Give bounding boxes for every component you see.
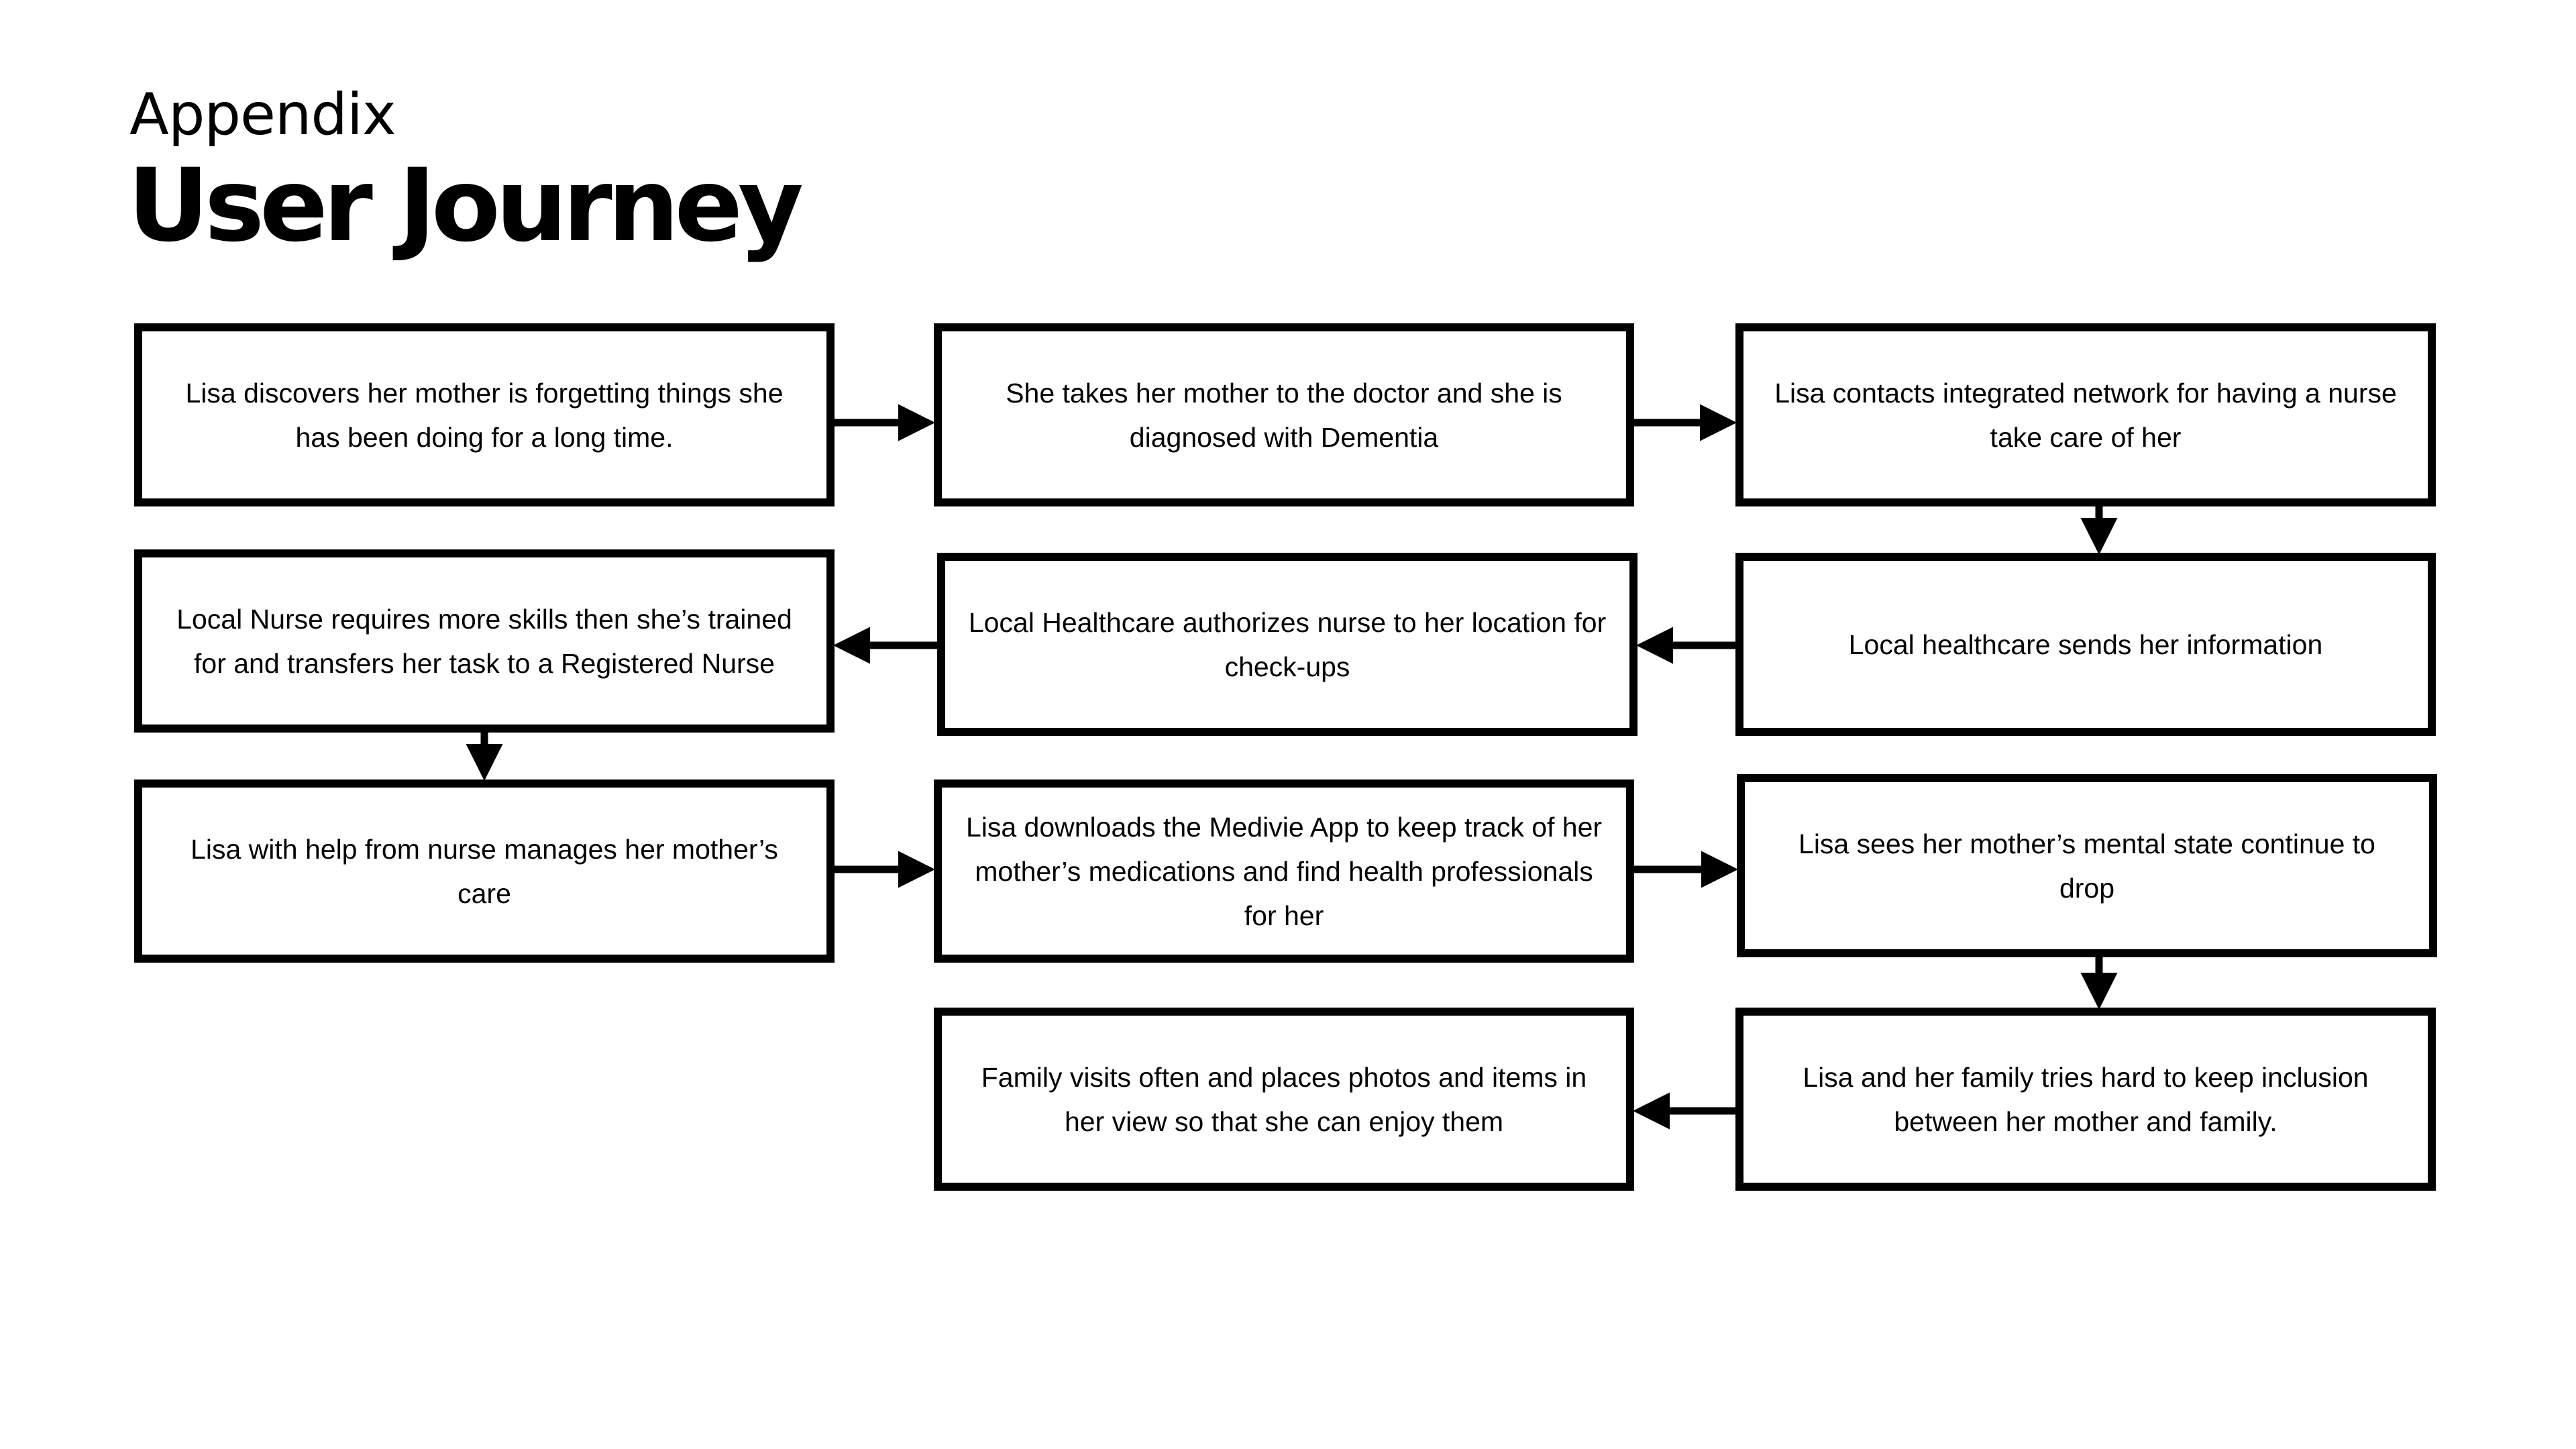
- journey-step-4-text: Local healthcare sends her information: [1848, 629, 2323, 660]
- journey-step-3: Lisa contacts integrated network for hav…: [1735, 323, 2436, 506]
- journey-step-6-text: Local Nurse requires more skills then sh…: [176, 603, 792, 679]
- journey-step-8: Lisa downloads the Medivie App to keep t…: [934, 780, 1634, 963]
- page-subtitle: Appendix: [129, 81, 396, 148]
- journey-step-3-text: Lisa contacts integrated network for hav…: [1774, 377, 2397, 453]
- journey-step-10-text: Lisa and her family tries hard to keep i…: [1803, 1061, 2369, 1137]
- page-title: User Journey: [127, 148, 804, 264]
- journey-step-5-text: Local Healthcare authorizes nurse to her…: [968, 606, 1607, 682]
- journey-step-11: Family visits often and places photos an…: [934, 1008, 1634, 1191]
- journey-step-10: Lisa and her family tries hard to keep i…: [1735, 1008, 2436, 1191]
- journey-step-2: She takes her mother to the doctor and s…: [934, 323, 1634, 506]
- journey-step-5: Local Healthcare authorizes nurse to her…: [937, 553, 1638, 736]
- journey-step-6: Local Nurse requires more skills then sh…: [134, 549, 835, 733]
- journey-step-9-text: Lisa sees her mother’s mental state cont…: [1799, 828, 2375, 904]
- journey-step-7: Lisa with help from nurse manages her mo…: [134, 780, 835, 963]
- journey-step-1-text: Lisa discovers her mother is forgetting …: [185, 377, 784, 453]
- journey-step-7-text: Lisa with help from nurse manages her mo…: [191, 833, 778, 909]
- journey-step-2-text: She takes her mother to the doctor and s…: [1006, 377, 1562, 453]
- journey-step-11-text: Family visits often and places photos an…: [981, 1061, 1587, 1137]
- journey-step-9: Lisa sees her mother’s mental state cont…: [1737, 774, 2437, 957]
- journey-step-1: Lisa discovers her mother is forgetting …: [134, 323, 835, 506]
- journey-step-4: Local healthcare sends her information: [1735, 553, 2436, 736]
- journey-step-8-text: Lisa downloads the Medivie App to keep t…: [965, 811, 1603, 931]
